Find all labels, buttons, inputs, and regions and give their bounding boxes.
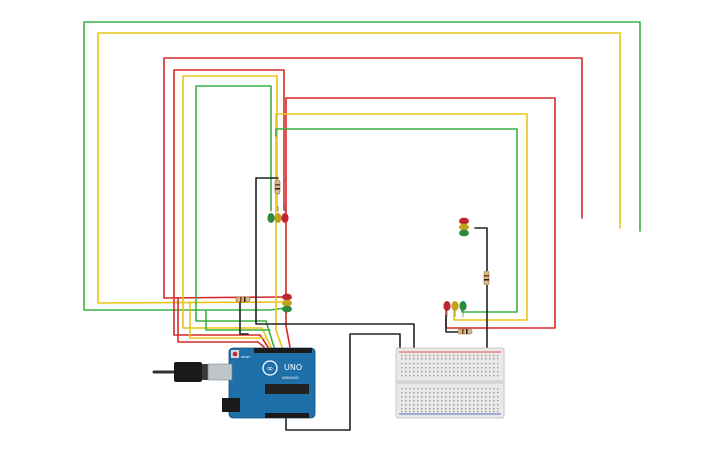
- wire-ground-right[interactable]: [474, 227, 488, 351]
- led-red[interactable]: [443, 301, 451, 311]
- led-yellow[interactable]: [274, 213, 282, 223]
- resistor-left[interactable]: [235, 296, 251, 303]
- led-group-lower: [443, 301, 467, 317]
- led-green[interactable]: [459, 229, 469, 237]
- resistors: [235, 179, 490, 335]
- usb-port: [207, 363, 233, 381]
- led-green[interactable]: [267, 213, 275, 223]
- led-red[interactable]: [281, 213, 289, 223]
- reset-label: RESET: [241, 355, 251, 359]
- wire-green-outer[interactable]: [83, 21, 641, 311]
- wire-ground-left[interactable]: [239, 299, 249, 335]
- wire-red-outer[interactable]: [163, 57, 583, 299]
- led-group-right: [459, 217, 469, 237]
- breadboard[interactable]: [395, 347, 505, 419]
- wire-yellow-lower[interactable]: [275, 113, 528, 348]
- led-red[interactable]: [282, 293, 292, 301]
- led-group-top: [267, 206, 289, 223]
- mcu-chip: [265, 384, 309, 394]
- wire-yellow-left-stub[interactable]: [189, 301, 265, 339]
- wire-yellow-top[interactable]: [182, 75, 278, 348]
- digital-header: [254, 348, 312, 353]
- board-model: UNO: [284, 363, 302, 372]
- led-yellow[interactable]: [282, 299, 292, 307]
- arduino-uno[interactable]: ∞ UNO ARDUINO RESET: [152, 347, 316, 419]
- wire-green-lower[interactable]: [275, 128, 518, 313]
- power-header: [265, 413, 309, 418]
- wire-red-left-stub[interactable]: [177, 297, 265, 348]
- usb-plug: [174, 362, 202, 382]
- resistor-lower[interactable]: [457, 328, 473, 335]
- wire-green-left-stub[interactable]: [205, 309, 271, 331]
- board-brand: ARDUINO: [282, 376, 299, 380]
- wires: [83, 21, 641, 431]
- wire-ground-board[interactable]: [285, 333, 401, 431]
- led-green[interactable]: [282, 305, 292, 313]
- breadboard-holes: [401, 355, 499, 413]
- led-group-left: [282, 293, 292, 313]
- led-yellow[interactable]: [459, 223, 469, 231]
- resistor-right[interactable]: [483, 270, 490, 286]
- led-green[interactable]: [459, 301, 467, 311]
- wire-ground-top[interactable]: [255, 177, 415, 351]
- resistor-top[interactable]: [274, 179, 281, 195]
- logo-infinity-icon: ∞: [267, 364, 274, 373]
- led-yellow[interactable]: [451, 301, 459, 311]
- led-red[interactable]: [459, 217, 469, 225]
- wire-yellow-outer[interactable]: [97, 32, 621, 304]
- wire-green-top[interactable]: [195, 85, 275, 348]
- power-jack: [222, 398, 240, 412]
- wire-red-top[interactable]: [173, 69, 285, 348]
- arduino-logo: [262, 360, 278, 376]
- wire-red-lower[interactable]: [285, 97, 556, 348]
